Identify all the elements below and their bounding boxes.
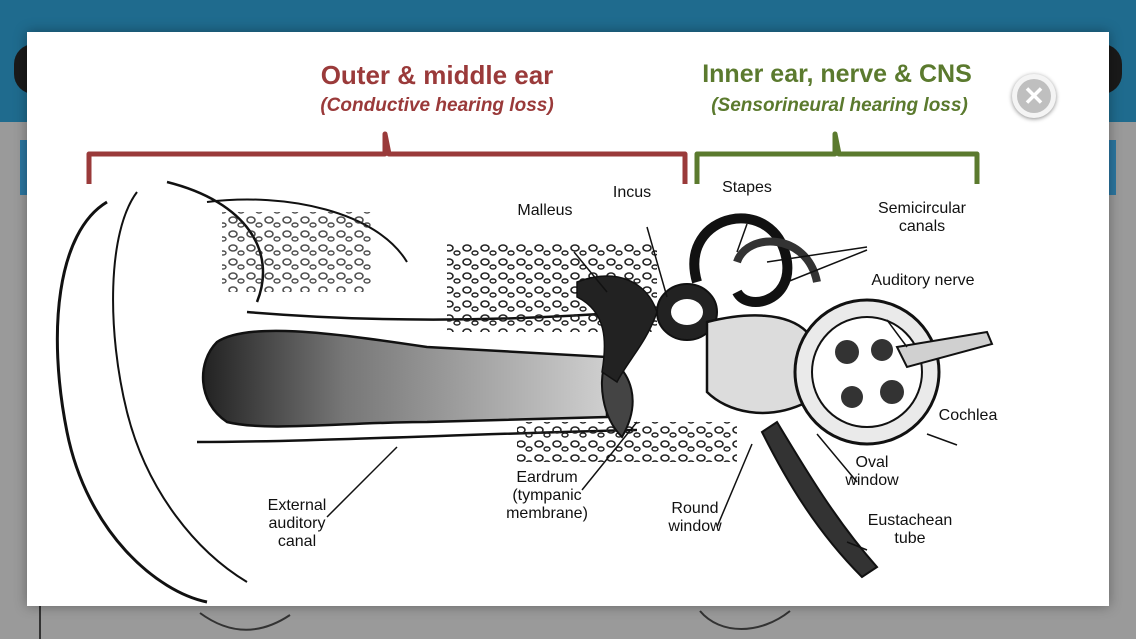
close-button[interactable]: ✕ (1012, 74, 1056, 118)
label-incus: Incus (612, 184, 652, 201)
label-oval-window: Oval window (845, 454, 899, 489)
background-diagram-peek (39, 605, 791, 639)
ear-anatomy-illustration (55, 180, 994, 604)
close-icon: ✕ (1017, 79, 1051, 113)
label-eustachian-tube: Eustachean tube (867, 512, 953, 547)
outer-bracket (86, 131, 688, 184)
inner-ear-title: Inner ear, nerve & CNS (702, 60, 972, 88)
label-semicircular-canals: Semicircular canals (877, 200, 966, 235)
label-malleus: Malleus (517, 202, 573, 219)
outer-middle-ear-title: Outer & middle ear (320, 60, 554, 90)
label-external-auditory-canal: External auditory canal (267, 497, 327, 550)
section-brackets (86, 131, 980, 184)
diagram-modal: Outer & middle ear (Conductive hearing l… (27, 32, 1109, 606)
label-cochlea: Cochlea (938, 407, 998, 424)
conductive-loss-subtitle: (Conductive hearing loss) (320, 95, 554, 116)
label-auditory-nerve: Auditory nerve (871, 272, 975, 289)
label-round-window: Round window (668, 500, 722, 535)
label-eardrum: Eardrum (tympanic membrane) (506, 469, 588, 522)
label-stapes: Stapes (722, 179, 772, 196)
sensorineural-loss-subtitle: (Sensorineural hearing loss) (711, 95, 968, 116)
inner-bracket (694, 131, 980, 184)
